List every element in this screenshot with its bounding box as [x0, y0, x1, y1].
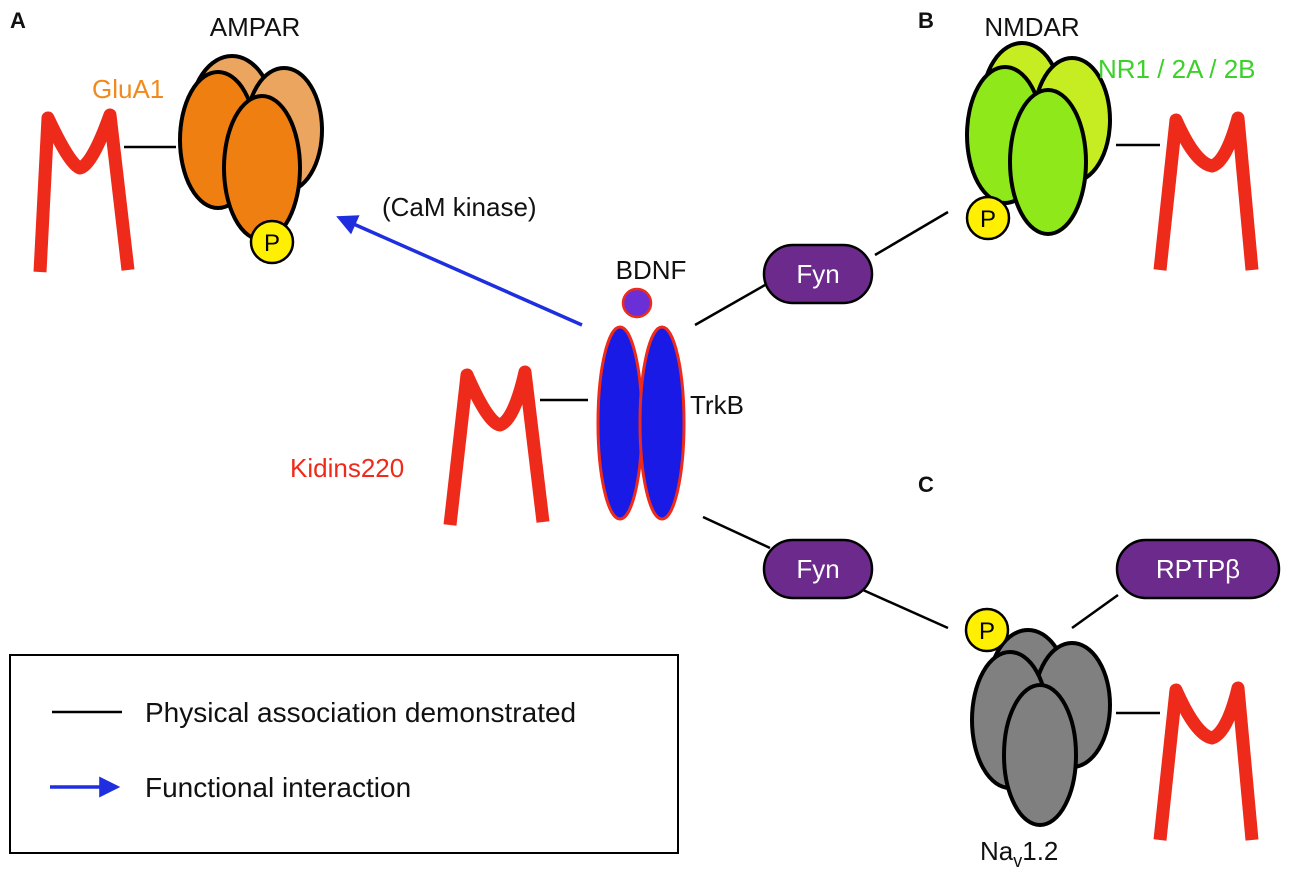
nmdar-subunits-label: NR1 / 2A / 2B	[1098, 54, 1256, 84]
nmdar-phospho-label: P	[980, 206, 996, 233]
nav-label-sub: v	[1013, 851, 1022, 871]
nmdar-label: NMDAR	[984, 12, 1079, 42]
panel-label-b: B	[918, 8, 934, 33]
line-trkb-fyn-bottom	[702, 515, 771, 550]
kidins220-label: Kidins220	[290, 453, 404, 483]
nav-label: Nav1.2	[980, 836, 1058, 871]
line-fyn-nmdar	[874, 210, 949, 257]
ampar-phospho-badge: P	[249, 219, 295, 265]
legend-box: Physical association demonstrated Functi…	[9, 654, 679, 854]
functional-arrow	[336, 215, 583, 327]
fyn-top-label: Fyn	[796, 259, 839, 289]
glua1-label: GluA1	[92, 74, 164, 104]
nmdar-phospho-badge: P	[965, 195, 1011, 241]
rptpb-label: RPTPβ	[1156, 554, 1240, 584]
rptpb-node: RPTPβ	[1115, 538, 1281, 600]
nav-label-base: Na	[980, 836, 1014, 866]
trkb-receptor	[596, 325, 686, 521]
panel-label-a: A	[10, 8, 26, 33]
ampar-receptor	[178, 54, 324, 242]
nav-phospho-label: P	[979, 618, 995, 645]
legend-physical-label: Physical association demonstrated	[145, 697, 576, 728]
line-fyn-nav	[862, 588, 949, 630]
nav-channel	[970, 628, 1112, 827]
kidins220-shape-nmdar	[1153, 111, 1259, 271]
kidins220-shape-nav	[1153, 681, 1259, 841]
bdnf-label: BDNF	[616, 255, 687, 285]
fyn-top-node: Fyn	[762, 243, 874, 305]
kidins220-shape-ampar	[33, 108, 135, 273]
ampar-label: AMPAR	[210, 12, 301, 42]
trkb-label: TrkB	[690, 390, 744, 420]
fyn-bottom-label: Fyn	[796, 554, 839, 584]
cam-kinase-label: (CaM kinase)	[382, 192, 537, 222]
nav-label-suffix: 1.2	[1022, 836, 1058, 866]
panel-label-c: C	[918, 472, 934, 497]
legend-functional-label: Functional interaction	[145, 772, 411, 803]
fyn-bottom-node: Fyn	[762, 538, 874, 600]
kidins220-shape-trkb	[443, 365, 550, 526]
line-trkb-fyn-top	[694, 283, 766, 327]
line-nav-rptpb	[1071, 593, 1119, 630]
nmdar-receptor	[965, 41, 1112, 236]
ampar-phospho-label: P	[264, 230, 280, 257]
bdnf-ligand	[621, 287, 653, 319]
association-lines	[124, 143, 1160, 715]
nav-phospho-badge: P	[964, 607, 1010, 653]
